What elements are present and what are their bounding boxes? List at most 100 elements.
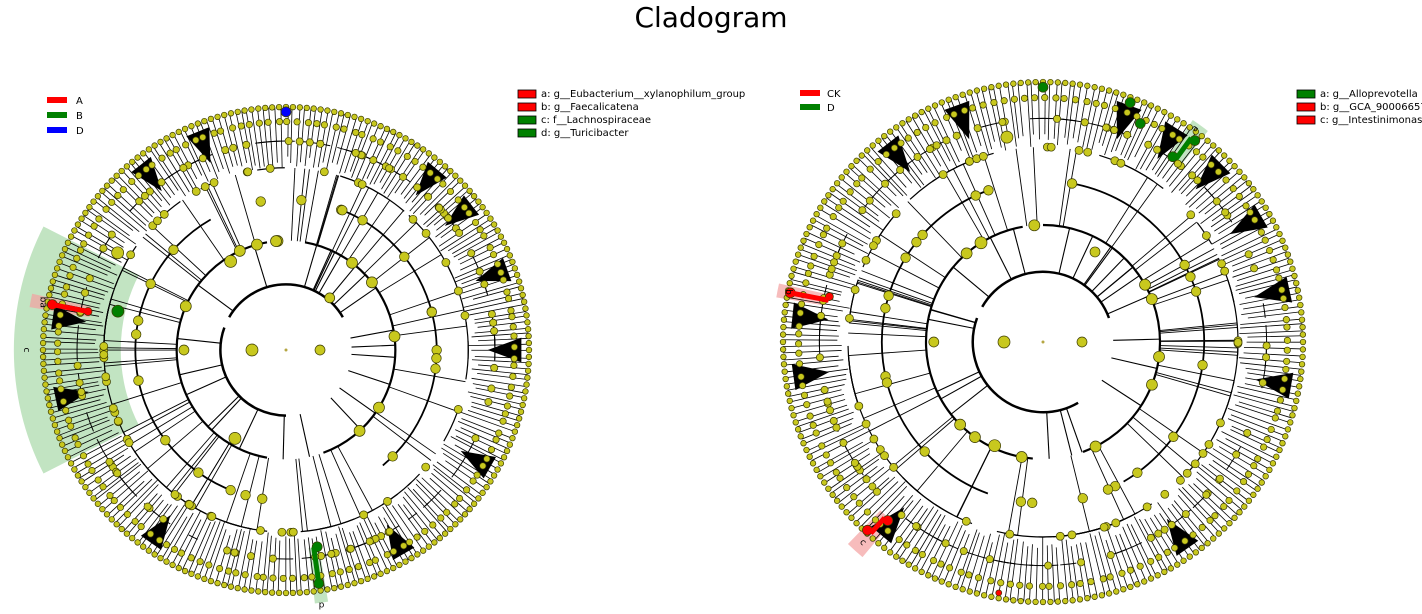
leaf-branch: [895, 127, 928, 173]
inner-branch: [1147, 253, 1218, 290]
phylum-node: [969, 431, 981, 444]
leaf-branch: [831, 458, 880, 494]
leaf-node: [39, 339, 47, 347]
family-node: [816, 311, 825, 320]
genus-node: [1207, 161, 1215, 169]
leaf-node: [40, 332, 47, 340]
genus-node: [1052, 94, 1060, 102]
order-node: [359, 510, 369, 520]
inner-branch: [1101, 379, 1142, 407]
order-node: [200, 182, 210, 191]
leaf-branch: [802, 243, 856, 266]
leaf-node: [1047, 598, 1054, 606]
leaf-branch: [118, 484, 159, 527]
leaf-branch: [471, 405, 519, 422]
leaf-node: [357, 115, 365, 123]
order-node: [357, 180, 367, 189]
leaf-branch: [80, 219, 124, 248]
leaf-node: [494, 227, 501, 234]
leaf-node: [1054, 598, 1061, 605]
class-node: [430, 363, 441, 374]
leaf-node: [781, 368, 788, 375]
genus-node: [55, 369, 63, 377]
genus-node: [131, 517, 139, 526]
leaf-branch: [461, 418, 513, 439]
leaf-branch: [793, 399, 846, 415]
family-node: [932, 141, 941, 150]
leaf-branch: [813, 219, 864, 247]
genus-node: [454, 196, 462, 204]
genus-node: [1068, 581, 1076, 589]
family-arc: [1089, 503, 1153, 532]
leaf-node: [221, 581, 228, 589]
left-group-legend: A B D: [47, 96, 84, 137]
genus-node: [1211, 512, 1219, 520]
family-node: [829, 416, 838, 425]
inner-branch: [1046, 412, 1050, 459]
class-node: [193, 467, 204, 478]
genus-node: [90, 222, 98, 230]
genus-node: [376, 138, 385, 146]
genus-node: [288, 574, 297, 582]
leaf-branch: [815, 441, 863, 469]
leaf-node: [441, 530, 449, 537]
leaf-branch: [1234, 404, 1291, 424]
phylum-node: [1015, 451, 1028, 463]
leaf-branch: [1126, 523, 1153, 579]
leaf-node: [39, 353, 47, 361]
highlight-node-1: [111, 304, 125, 318]
class-node: [917, 229, 928, 240]
genus-node: [172, 146, 180, 154]
leaf-node: [1226, 157, 1233, 164]
leaf-node: [511, 265, 519, 272]
leaf-branch: [1115, 535, 1135, 586]
genus-node: [328, 570, 336, 578]
leaf-branch: [110, 478, 153, 519]
leaf-branch: [811, 431, 869, 462]
leaf-node: [1134, 581, 1141, 588]
leaf-branch: [1171, 144, 1213, 193]
leaf-branch: [978, 542, 993, 595]
order-node: [1116, 158, 1126, 168]
genus-node: [884, 527, 892, 535]
family-arc: [1226, 390, 1233, 407]
order-node: [159, 209, 169, 219]
genus-node: [497, 269, 505, 277]
inner-branch: [314, 251, 336, 292]
genus-node: [1010, 95, 1018, 103]
inner-branch: [298, 458, 308, 532]
leaf-branch: [783, 355, 839, 361]
leaf-branch: [796, 258, 851, 278]
leaf-branch: [102, 470, 149, 511]
right-group-legend: CK D: [800, 89, 841, 114]
family-node: [268, 554, 277, 563]
leaf-branch: [1240, 318, 1303, 325]
order-node: [277, 527, 287, 537]
leaf-branch: [1011, 83, 1020, 139]
inner-branch: [1155, 371, 1232, 394]
leaf-node: [447, 525, 454, 533]
order-node: [875, 445, 885, 454]
leaf-node: [207, 577, 215, 585]
leaf-node: [61, 245, 69, 253]
leaf-node: [331, 108, 338, 115]
leaf-node: [1174, 116, 1181, 123]
inner-branch: [351, 353, 396, 358]
highlight-node-2: [1134, 118, 1146, 129]
leaf-node: [461, 511, 469, 518]
leaf-branch: [76, 226, 120, 252]
leaf-node: [1279, 237, 1286, 244]
leaf-branch: [822, 202, 871, 234]
leaf-node: [490, 472, 498, 479]
leaf-node: [853, 520, 860, 527]
leaf-branch: [231, 531, 245, 587]
leaf-node: [500, 454, 508, 461]
family-node: [1146, 533, 1155, 542]
genus-node: [957, 568, 965, 576]
leaf-node: [82, 209, 89, 216]
family-node: [247, 552, 255, 560]
family-node: [823, 397, 832, 406]
leaf-branch: [352, 531, 371, 579]
class-node: [881, 377, 893, 388]
leaf-node: [262, 104, 269, 112]
